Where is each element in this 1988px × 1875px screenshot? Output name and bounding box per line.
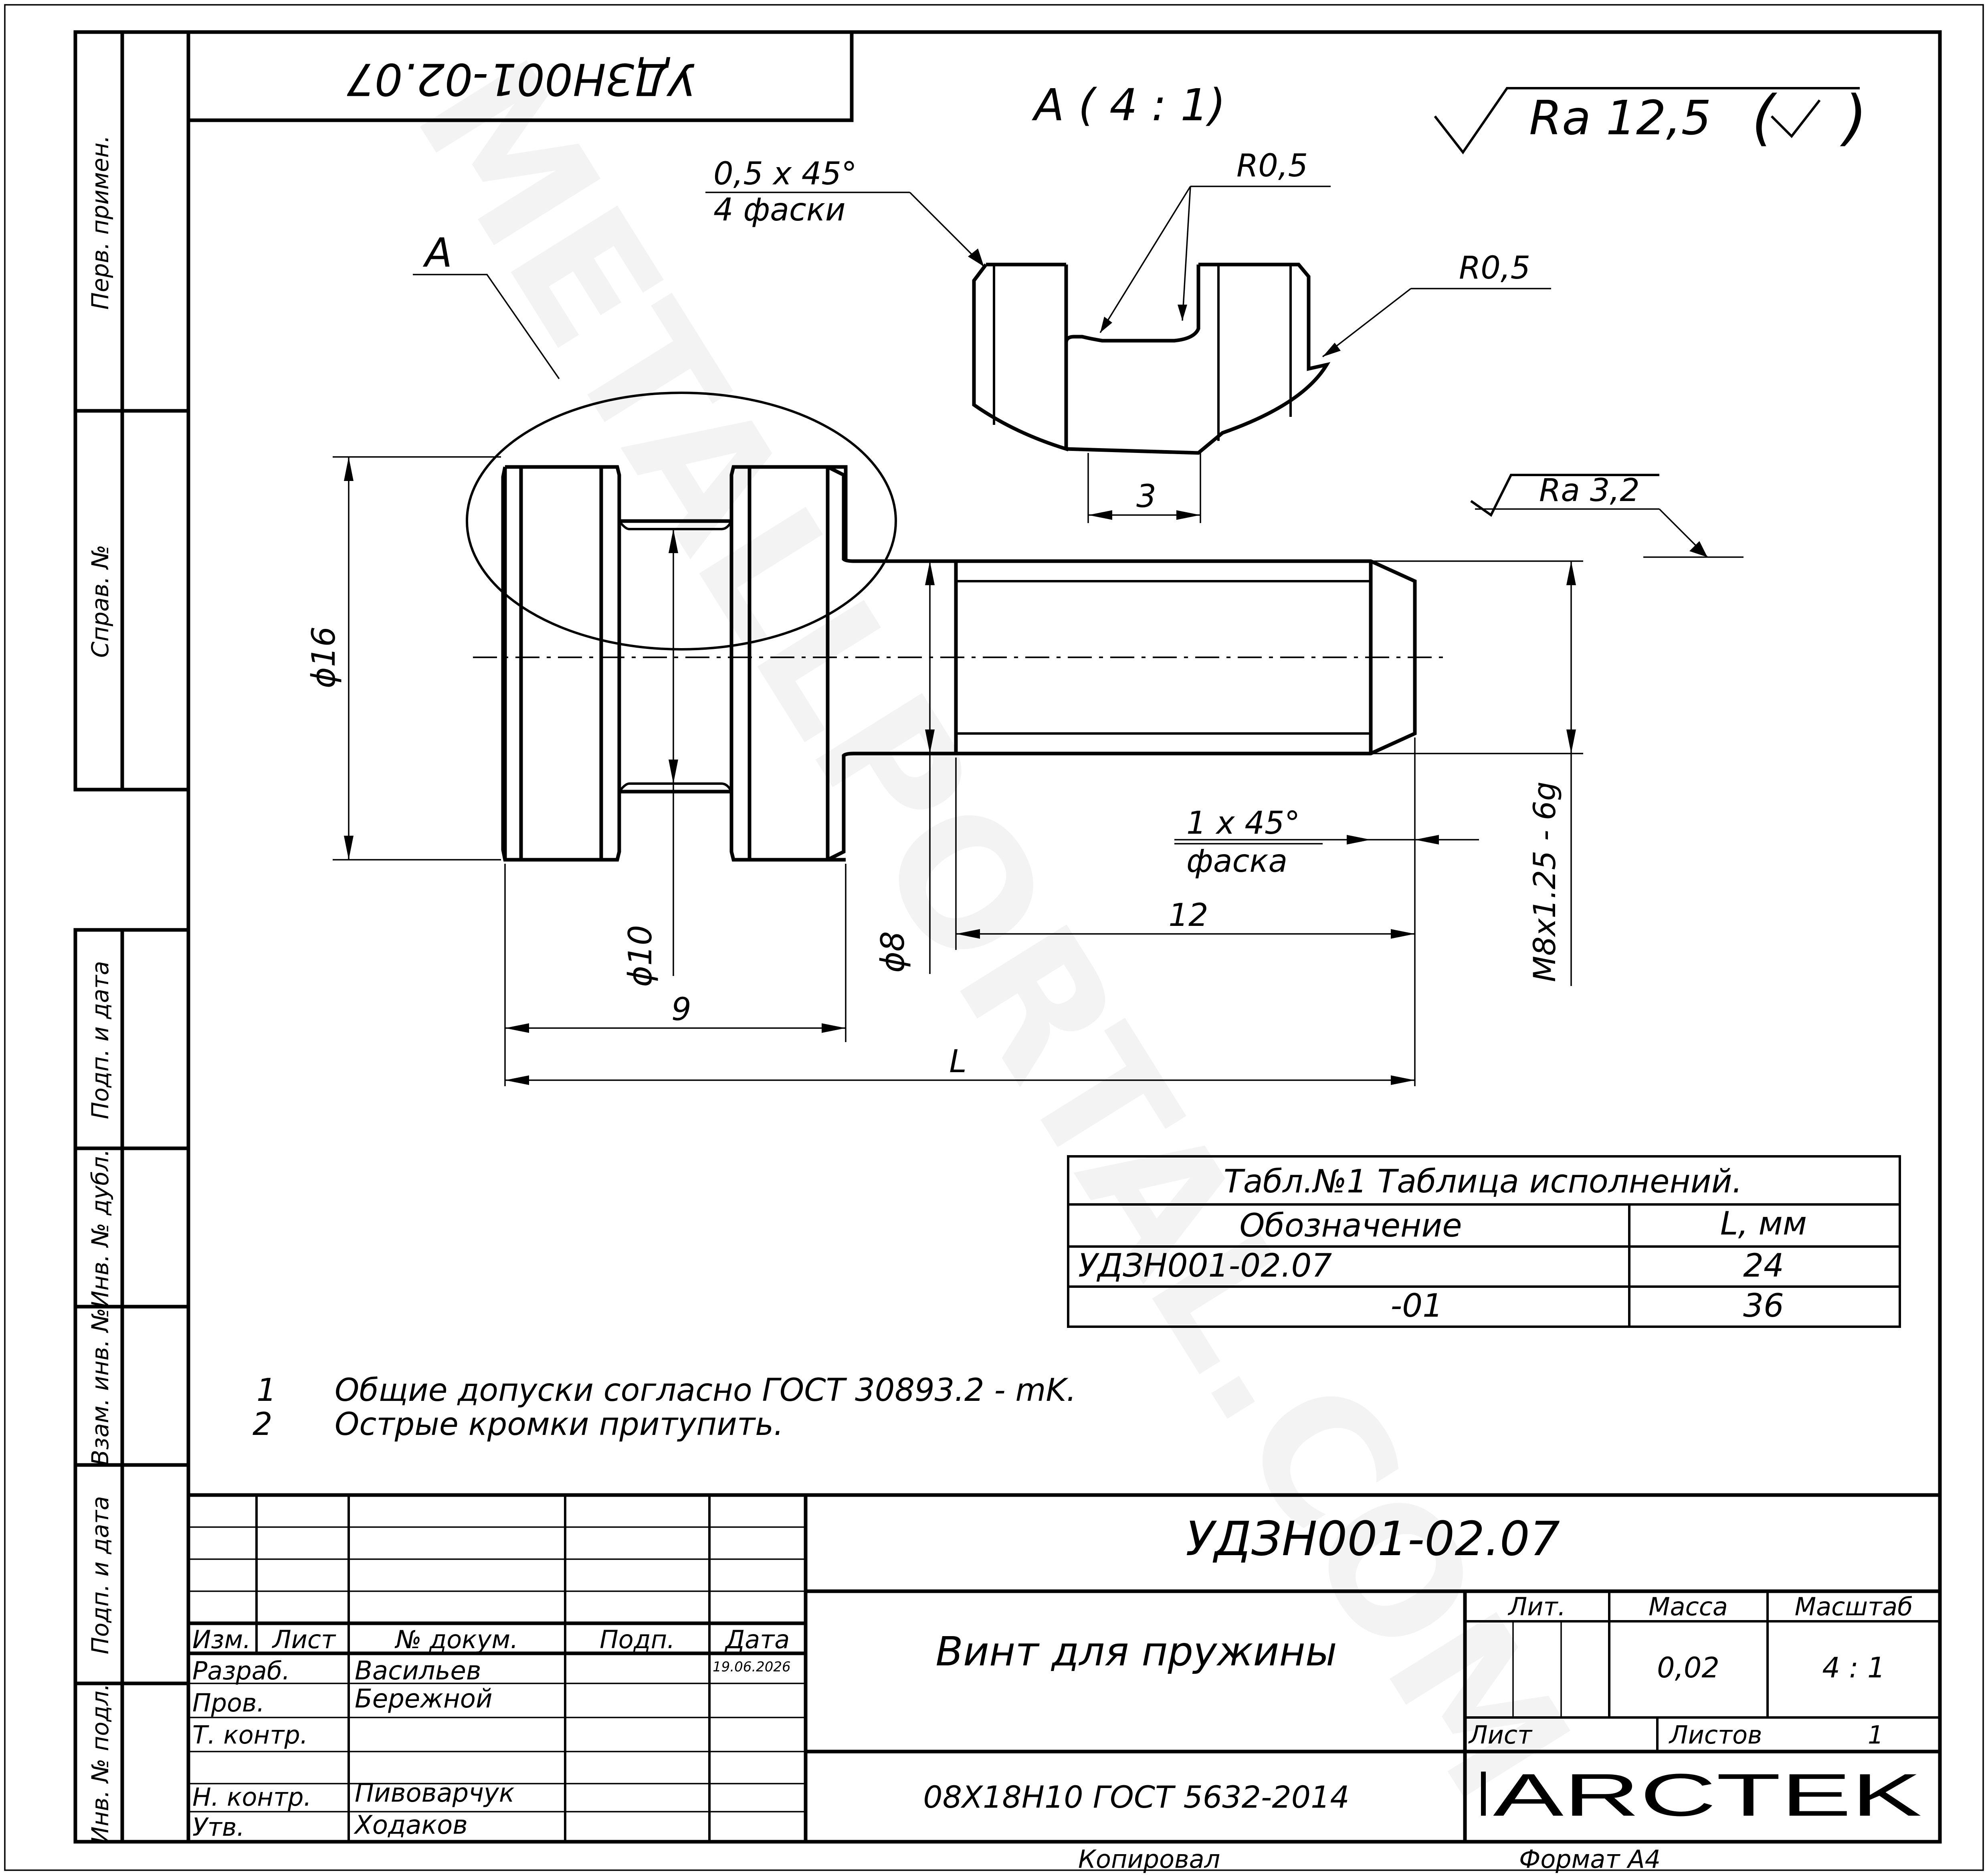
- variants-row-2-length: 36: [1743, 1287, 1784, 1324]
- mass-value: 0,02: [1657, 1651, 1719, 1684]
- name-prov: Бережной: [355, 1684, 493, 1714]
- role-prov: Пров.: [192, 1688, 265, 1717]
- company-logo-text: ARCTEK: [1493, 1761, 1922, 1829]
- lit-label: Лит.: [1508, 1592, 1566, 1621]
- note-1-number: 1: [257, 1372, 277, 1408]
- side-label-perv-primen: Перв. примен.: [87, 135, 114, 309]
- scale-label: Масштаб: [1795, 1592, 1913, 1621]
- sheets-value: 1: [1868, 1720, 1883, 1750]
- footer-format: Формат А4: [1519, 1845, 1661, 1874]
- dim-d10: ϕ10: [622, 925, 659, 987]
- variants-header-length: L, мм: [1720, 1205, 1807, 1242]
- detail-dim-3: 3: [1136, 479, 1156, 515]
- technical-notes: 1 Общие допуски согласно ГОСТ 30893.2 - …: [253, 1372, 1076, 1443]
- title-block: Изм. Лист № докум. Подп. Дата Разраб. Пр…: [188, 1493, 1940, 1842]
- section-marker-a: А: [422, 229, 452, 276]
- variants-row-1-designation: УДЗН001-02.07: [1078, 1247, 1332, 1284]
- dim-d8: ϕ8: [874, 931, 911, 973]
- detail-radius-2: R0,5: [1459, 250, 1530, 286]
- note-2-text: Острые кромки притупить.: [335, 1406, 784, 1443]
- chamfer-label-2: фаска: [1186, 843, 1287, 879]
- screw-part: [473, 465, 1443, 862]
- roughness-general-text: Ra 12,5: [1529, 90, 1711, 145]
- part-name: Винт для пружины: [935, 1628, 1337, 1675]
- role-razrab: Разраб.: [192, 1656, 290, 1685]
- col-list: Лист: [272, 1625, 336, 1654]
- side-label-sprav: Справ. №: [87, 545, 114, 658]
- roughness-surface: Ra 3,2: [1539, 473, 1640, 509]
- scale-value: 4 : 1: [1822, 1651, 1885, 1684]
- roughness-close-paren: ): [1840, 83, 1867, 153]
- material: 08Х18Н10 ГОСТ 5632-2014: [923, 1779, 1350, 1815]
- side-label-vzam-inv: Взам. инв. №: [87, 1308, 114, 1466]
- variants-row-1-length: 24: [1743, 1247, 1784, 1284]
- sheets-label: Листов: [1669, 1720, 1762, 1750]
- roughness-general: Ra 12,5 ( ): [1434, 83, 1867, 155]
- role-nkontr: Н. контр.: [192, 1782, 311, 1812]
- detail-view-label: А ( 4 : 1): [1032, 79, 1226, 131]
- sheet-label: Лист: [1468, 1720, 1533, 1750]
- side-stamp: Перв. примен. Справ. № Подп. и дата Инв.…: [73, 30, 190, 1844]
- name-razrab: Васильев: [355, 1656, 481, 1686]
- dim-d16: ϕ16: [305, 626, 342, 689]
- col-podp: Подп.: [600, 1625, 675, 1654]
- col-data: Дата: [724, 1625, 790, 1654]
- side-label-podp-data-1: Подп. и дата: [87, 961, 114, 1119]
- name-nkontr: Пивоварчук: [355, 1778, 515, 1808]
- chamfer-label-1: 1 x 45°: [1186, 805, 1300, 841]
- col-doc: № докум.: [394, 1625, 518, 1654]
- dimensions: ϕ16 ϕ10 ϕ8 M8x1.25 - 6g 1 x 45° фаска 12: [305, 456, 1744, 1086]
- detail-view: 3 0,5 x 45° 4 фаски R0,5 R0,5: [705, 148, 1551, 523]
- footer-copied: Копировал: [1078, 1845, 1220, 1874]
- detail-callout-circle: [466, 392, 897, 651]
- note-2-number: 2: [253, 1406, 273, 1443]
- variants-header-designation: Обозначение: [1239, 1207, 1462, 1244]
- dim-L: L: [949, 1044, 966, 1080]
- role-utv: Утв.: [192, 1812, 244, 1842]
- variants-title: Табл.№1 Таблица исполнений.: [1224, 1163, 1742, 1200]
- mass-label: Масса: [1649, 1592, 1728, 1621]
- dim-9: 9: [671, 992, 691, 1028]
- side-label-inv-dubl: Инв. № дубл.: [87, 1149, 114, 1308]
- date-razrab: 19.06.2026: [713, 1659, 791, 1675]
- variants-table: Табл.№1 Таблица исполнений. Обозначение …: [1067, 1155, 1901, 1328]
- designation: УДЗН001-02.07: [1186, 1511, 1560, 1566]
- note-1-text: Общие допуски согласно ГОСТ 30893.2 - mK…: [335, 1372, 1076, 1408]
- outer-trim-border: [4, 4, 1984, 1871]
- detail-chamfer-2: 4 фаски: [713, 192, 846, 228]
- name-utv: Ходаков: [354, 1810, 468, 1840]
- dim-12: 12: [1168, 897, 1208, 933]
- company-logo: ARCTEK: [1481, 1761, 1922, 1829]
- section-leader: [413, 274, 560, 379]
- side-label-podp-data-2: Подп. и дата: [87, 1496, 114, 1654]
- dim-thread: M8x1.25 - 6g: [1527, 782, 1562, 982]
- side-label-inv-podl: Инв. № подл.: [87, 1683, 114, 1844]
- variants-row-2-designation: -01: [1390, 1287, 1443, 1324]
- top-code-rotated: УДЗН001-02.07: [347, 54, 696, 105]
- top-code-box: УДЗН001-02.07: [188, 32, 854, 122]
- detail-radius-1: R0,5: [1236, 148, 1308, 184]
- role-tkontr: Т. контр.: [192, 1720, 308, 1750]
- col-izm: Изм.: [192, 1625, 251, 1654]
- detail-chamfer-1: 0,5 x 45°: [713, 156, 857, 192]
